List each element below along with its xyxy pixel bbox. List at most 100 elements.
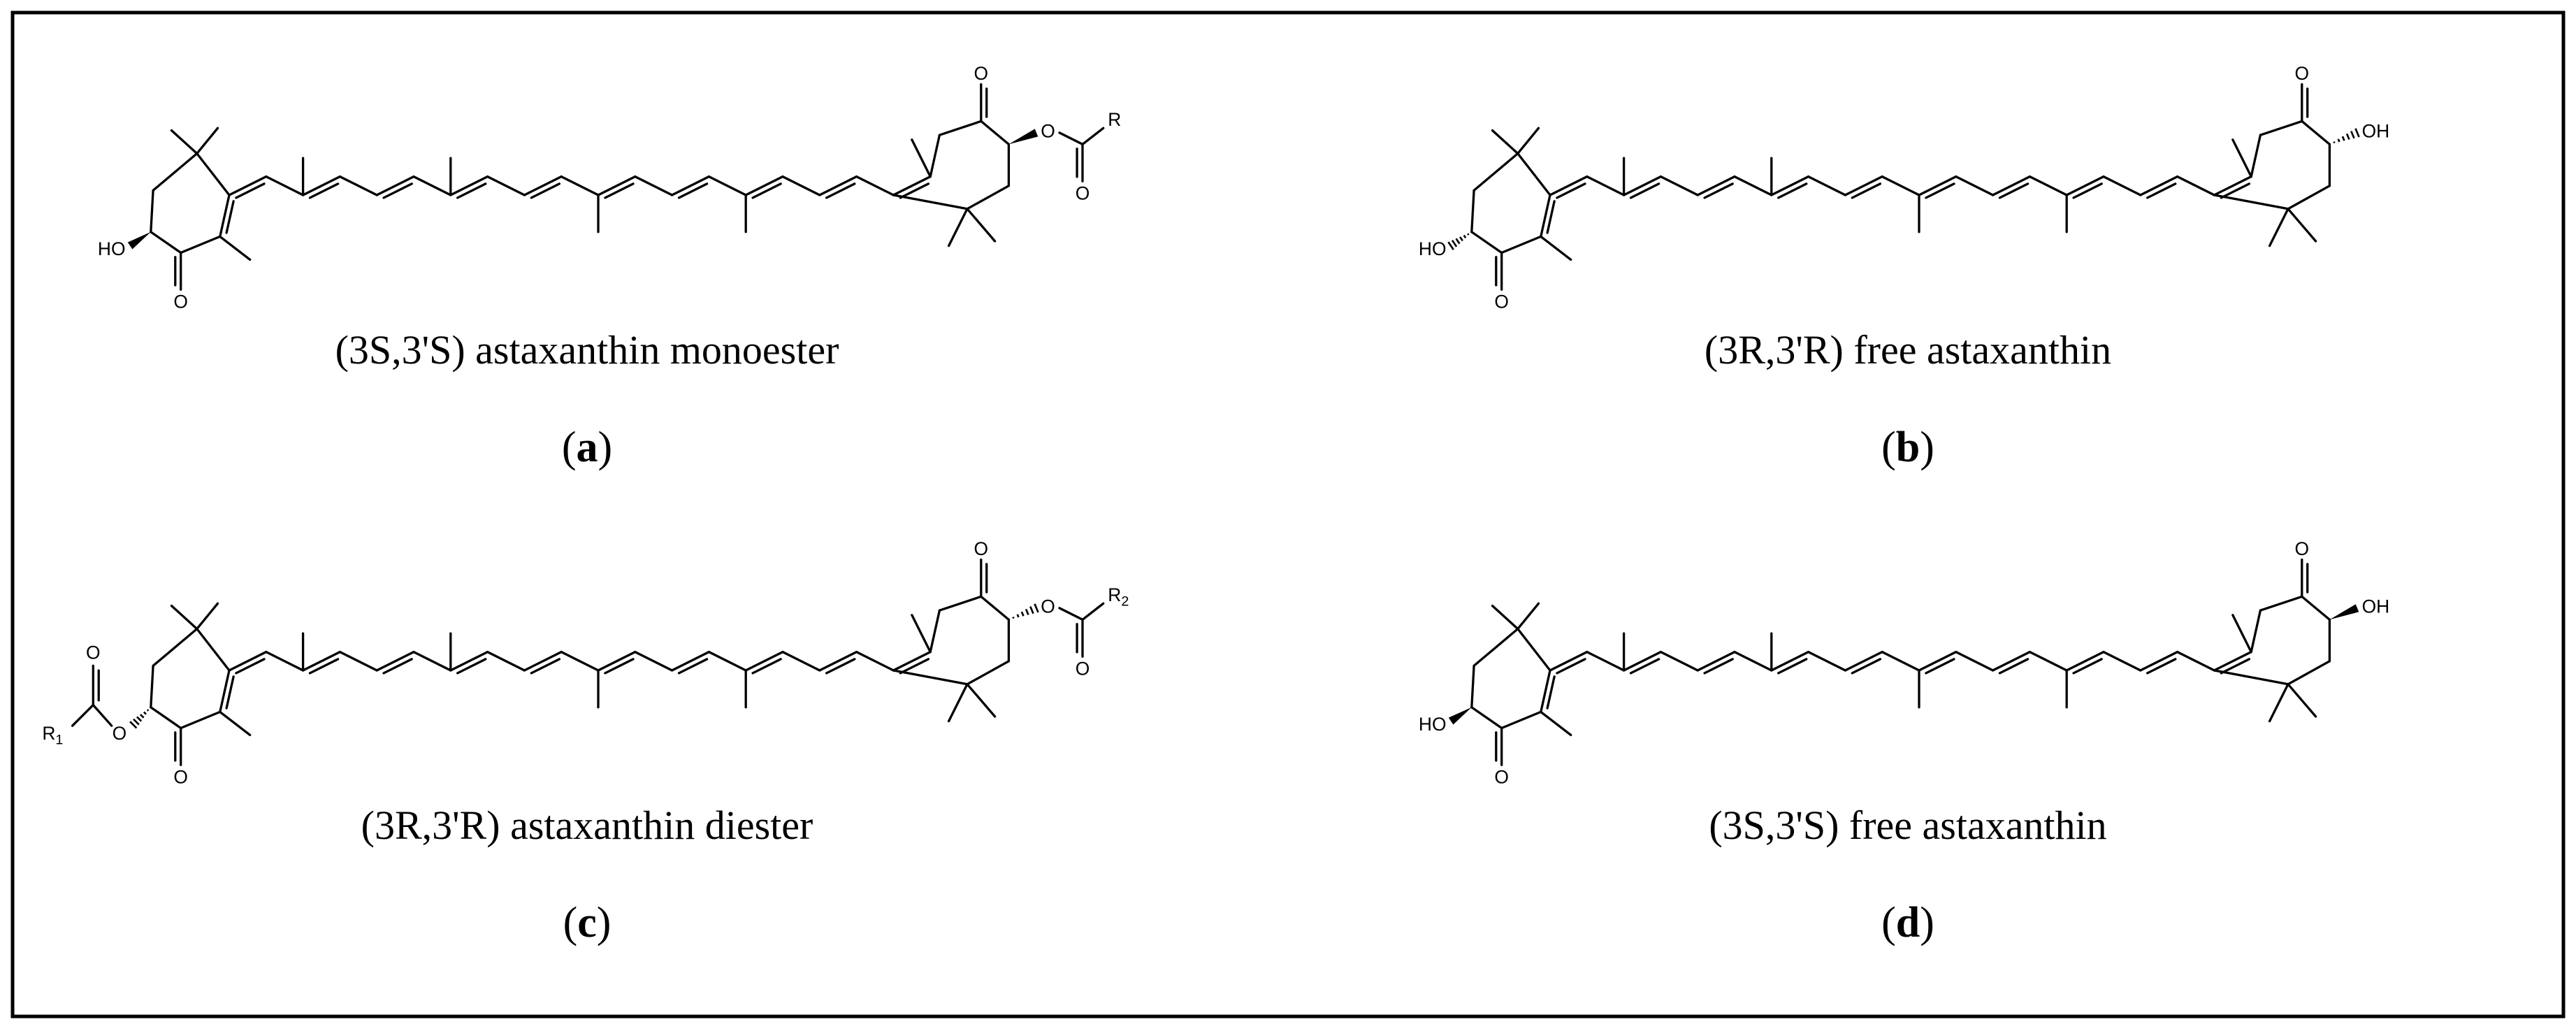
left-carbonyl-oxygen: O (1494, 767, 1509, 788)
right-ring-bond (2250, 609, 2262, 654)
right-ring-double-bond-second (899, 182, 930, 199)
right-carbonyl-oxygen: O (974, 63, 989, 84)
left-stereo-bond (127, 231, 151, 250)
right-stereo-bond (1008, 129, 1039, 145)
chain-single-bond (2028, 650, 2068, 672)
left-ring-methyl (1540, 710, 1572, 737)
left-ring-double-bond (1540, 669, 1551, 714)
chain-double-bond (818, 650, 858, 672)
chain-double-bond (2139, 175, 2179, 196)
chain-double-bond-second (308, 658, 340, 675)
chain-double-bond (2065, 650, 2105, 672)
left-hydroxyl-label: HO (1419, 714, 1447, 735)
chain-double-bond-second (1777, 658, 1808, 675)
right-gem-methyl (966, 208, 997, 243)
right-ring-bond (2259, 595, 2303, 612)
chain-double-bond (1991, 175, 2032, 196)
chain-double-bond (1770, 650, 1810, 672)
chain-single-bond (1586, 650, 1626, 672)
right-stereo-bond-2 (2337, 138, 2340, 143)
chain-double-bond-second (825, 658, 856, 675)
right-stereo-bond-6 (2354, 128, 2360, 138)
right-ester-group: R2 (1108, 584, 1129, 610)
right-stereo-bond-4 (2345, 133, 2350, 140)
right-ring-bond (2259, 120, 2303, 136)
left-ester-bond (92, 703, 113, 727)
right-ester-bond (1058, 131, 1084, 146)
panel-letter-a: a (577, 424, 598, 471)
chain-double-bond (1549, 175, 1589, 196)
left-gem-methyl (1517, 127, 1540, 155)
left-ring-bond (1500, 235, 1542, 254)
chain-single-bond (338, 175, 378, 196)
chain-single-bond (2028, 175, 2068, 196)
panel-label-c: (c) (563, 899, 612, 947)
right-ring-methyl (911, 614, 932, 654)
right-carbonyl-oxygen: O (2295, 63, 2310, 84)
right-ring-double-bond-second (2220, 182, 2251, 199)
right-gem-methyl (947, 208, 969, 247)
chain-double-bond-second (235, 658, 266, 675)
right-carbonyl-oxygen: O (2295, 538, 2310, 559)
right-ring-bond (2287, 660, 2331, 686)
right-ring-bond (2250, 134, 2262, 178)
left-gem-methyl (1491, 129, 1519, 155)
chain-single-bond (1807, 175, 1847, 196)
chain-double-bond-second (1998, 182, 2029, 199)
chain-single-bond (1586, 175, 1626, 196)
left-stereo-bond-2 (143, 711, 147, 715)
chain-single-bond (1881, 175, 1920, 196)
left-ring-bond (180, 710, 222, 730)
chain-single-bond (781, 175, 821, 196)
right-ester-group: R (1108, 109, 1121, 130)
chain-single-bond (781, 650, 821, 672)
right-gem-methyl (966, 683, 997, 718)
left-ring-double-bond (219, 194, 231, 238)
left-ring-double-bond-second (225, 200, 235, 234)
left-ring-bond (150, 189, 154, 233)
chain-double-bond-second (2146, 182, 2177, 199)
right-stereo-bond-1 (1012, 617, 1015, 619)
chain-double-bond-second (2146, 658, 2177, 675)
chain-double-bond-second (1629, 658, 1660, 675)
chain-double-bond-second (1777, 182, 1808, 199)
chain-double-bond-second (382, 182, 413, 199)
chain-double-bond (228, 175, 268, 196)
chain-double-bond (2139, 650, 2179, 672)
left-ring-bond (1470, 189, 1475, 233)
left-carbonyl-oxygen: O (1494, 292, 1509, 312)
chain-single-bond (1659, 175, 1699, 196)
chain-double-bond-second (1925, 658, 1955, 675)
left-ring-methyl (1540, 235, 1572, 261)
chain-double-bond-second (1925, 182, 1955, 199)
right-stereo-bond-5 (2350, 131, 2355, 139)
left-gem-methyl (170, 604, 198, 631)
left-ring-methyl (219, 235, 252, 261)
chain-double-bond (1549, 650, 1589, 672)
left-ester-r-bond (71, 703, 94, 727)
right-ester-oxygen: O (1041, 596, 1055, 617)
right-gem-methyl (2268, 683, 2289, 723)
left-ring-bond (180, 235, 222, 254)
right-ring-double-bond (892, 175, 932, 196)
chain-double-bond-second (530, 658, 561, 675)
right-gem-methyl (2287, 683, 2317, 718)
chain-double-bond-second (677, 182, 709, 199)
chain-single-bond (412, 175, 452, 196)
right-ring-bond (929, 609, 941, 654)
panel-label-a: (a) (562, 424, 612, 471)
chain-double-bond (1844, 175, 1883, 196)
chain-single-bond (412, 650, 452, 672)
chain-double-bond-second (308, 182, 340, 199)
right-ring-bond (892, 194, 969, 210)
chain-double-bond (523, 175, 563, 196)
left-gem-methyl (196, 127, 219, 155)
chain-double-bond-second (825, 182, 856, 199)
left-ring-bond (1472, 627, 1519, 668)
chain-single-bond (2102, 650, 2142, 672)
left-ring-bond (1470, 706, 1503, 730)
